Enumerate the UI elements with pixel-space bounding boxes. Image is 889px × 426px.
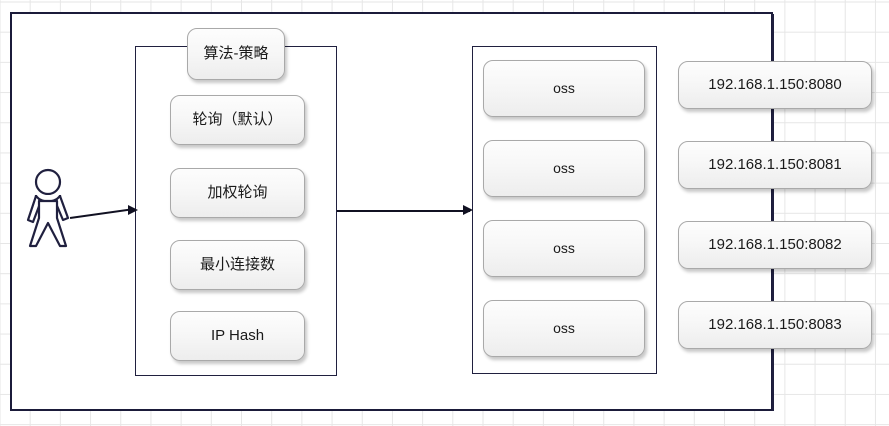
service-item-oss-4[interactable]: oss — [483, 300, 645, 357]
algorithm-item-ip-hash[interactable]: IP Hash — [170, 311, 305, 361]
service-item-oss-1[interactable]: oss — [483, 60, 645, 117]
algorithm-item-least-connections[interactable]: 最小连接数 — [170, 240, 305, 290]
algorithm-item-round-robin[interactable]: 轮询（默认） — [170, 95, 305, 145]
actor-to-algorithm-arrow-head — [128, 205, 138, 215]
user-actor — [22, 168, 84, 248]
stick-figure-icon — [26, 168, 70, 248]
endpoint-item-8083[interactable]: 192.168.1.150:8083 — [678, 301, 872, 349]
endpoint-item-8080[interactable]: 192.168.1.150:8080 — [678, 61, 872, 109]
algorithm-to-service-arrow-head — [463, 205, 473, 215]
endpoint-connector-line — [772, 14, 774, 411]
endpoint-item-8081[interactable]: 192.168.1.150:8081 — [678, 141, 872, 189]
algorithm-panel-title: 算法-策略 — [187, 28, 285, 80]
algorithm-item-weighted-round-robin[interactable]: 加权轮询 — [170, 168, 305, 218]
endpoint-item-8082[interactable]: 192.168.1.150:8082 — [678, 221, 872, 269]
service-item-oss-2[interactable]: oss — [483, 140, 645, 197]
algorithm-to-service-arrow-line — [337, 210, 470, 212]
service-item-oss-3[interactable]: oss — [483, 220, 645, 277]
